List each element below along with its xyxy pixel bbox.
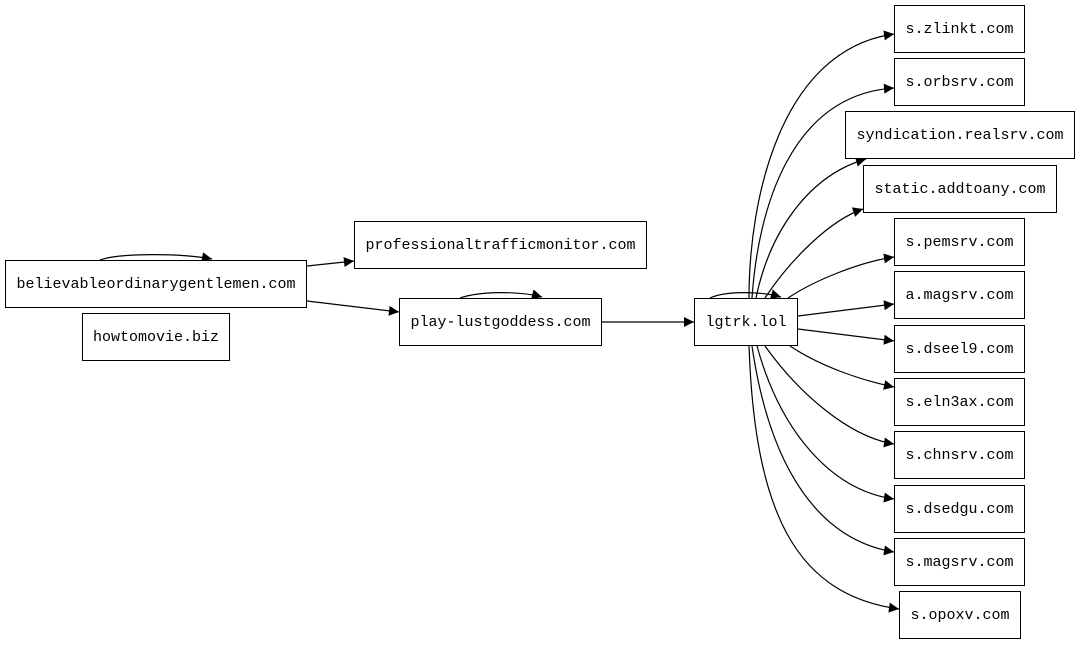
- node-play-lustgoddess[interactable]: play-lustgoddess.com: [399, 298, 602, 346]
- edge-lgtrk-to-pemsrv: [787, 253, 895, 299]
- edge-believable-to-professional: [306, 257, 355, 268]
- edge-lgtrk-to-opoxv: [748, 345, 900, 613]
- edge-lgtrk-to-eln3ax: [789, 345, 895, 390]
- edge-play-to-play: [459, 289, 543, 300]
- node-syndication-realsrv[interactable]: syndication.realsrv.com: [845, 111, 1075, 159]
- edge-lgtrk-to-dsedgu: [756, 345, 895, 503]
- node-s-pemsrv[interactable]: s.pemsrv.com: [894, 218, 1025, 266]
- edge-believable-to-play: [306, 300, 400, 316]
- edge-lgtrk-to-lgtrk: [709, 289, 782, 300]
- edge-lgtrk-to-chnsrv: [764, 345, 895, 448]
- node-s-orbsrv[interactable]: s.orbsrv.com: [894, 58, 1025, 106]
- node-believableordinarygentlemen[interactable]: believableordinarygentlemen.com: [5, 260, 307, 308]
- node-s-dseel9[interactable]: s.dseel9.com: [894, 325, 1025, 373]
- edge-lgtrk-to-addtoany: [764, 207, 864, 299]
- edge-lgtrk-to-dseel9: [797, 328, 895, 345]
- edge-believable-to-believable: [99, 252, 213, 263]
- node-a-magsrv[interactable]: a.magsrv.com: [894, 271, 1025, 319]
- node-howtomovie[interactable]: howtomovie.biz: [82, 313, 230, 361]
- edge-lgtrk-to-syndication: [755, 156, 867, 299]
- edge-lgtrk-to-smagsrv: [751, 345, 895, 556]
- node-professionaltrafficmonitor[interactable]: professionaltrafficmonitor.com: [354, 221, 647, 269]
- node-static-addtoany[interactable]: static.addtoany.com: [863, 165, 1057, 213]
- edge-lgtrk-to-amagsrv: [797, 300, 895, 317]
- edge-lgtrk-to-orbsrv: [751, 83, 895, 299]
- node-s-magsrv[interactable]: s.magsrv.com: [894, 538, 1025, 586]
- node-s-dsedgu[interactable]: s.dsedgu.com: [894, 485, 1025, 533]
- edge-lgtrk-to-zlinkt: [748, 30, 895, 299]
- node-s-chnsrv[interactable]: s.chnsrv.com: [894, 431, 1025, 479]
- node-s-opoxv[interactable]: s.opoxv.com: [899, 591, 1021, 639]
- node-s-zlinkt[interactable]: s.zlinkt.com: [894, 5, 1025, 53]
- node-lgtrk[interactable]: lgtrk.lol: [694, 298, 798, 346]
- node-s-eln3ax[interactable]: s.eln3ax.com: [894, 378, 1025, 426]
